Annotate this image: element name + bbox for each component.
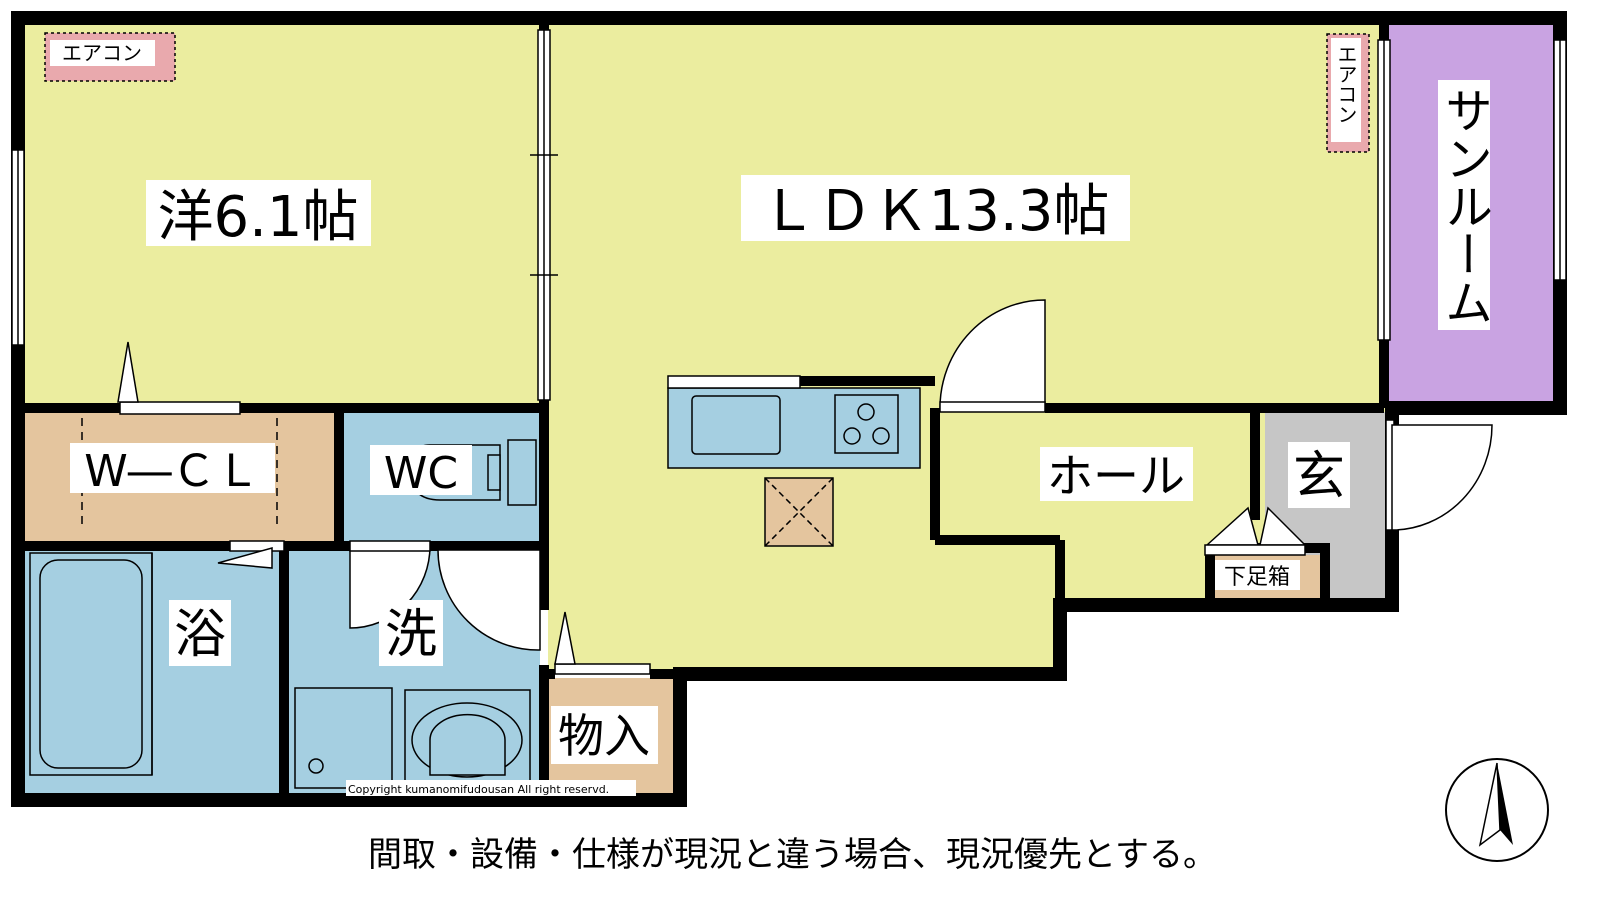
sink bbox=[691, 395, 781, 455]
entrance-door bbox=[1391, 424, 1493, 531]
sunroom-label: サンルーム bbox=[1436, 86, 1492, 326]
aircon-1-label: エアコン bbox=[62, 41, 142, 65]
wcl-label: W―ＣＬ bbox=[84, 446, 260, 497]
stove bbox=[834, 394, 899, 454]
footer-note: 間取・設備・仕様が現況と違う場合、現況優先とする。 bbox=[368, 835, 1217, 875]
toilet-label: WC bbox=[384, 448, 458, 499]
ldk-hall-door bbox=[939, 299, 1046, 409]
north-compass-icon bbox=[1445, 758, 1549, 862]
bath-label: 浴 bbox=[174, 605, 226, 665]
hall-label: ホール bbox=[1047, 449, 1185, 503]
bath-door bbox=[229, 540, 285, 552]
washing-machine bbox=[294, 687, 393, 789]
windows bbox=[11, 29, 1567, 531]
doors bbox=[117, 299, 1493, 675]
western-sliding-door bbox=[119, 401, 241, 415]
washroom-label: 洗 bbox=[385, 605, 437, 665]
copyright-text: Copyright kumanomifudousan All right res… bbox=[348, 783, 609, 796]
ldk-label: ＬＤＫ13.3帖 bbox=[761, 179, 1110, 244]
room-labels: 洋6.1帖 ＬＤＫ13.3帖 サンルーム W―ＣＬ WC 浴 洗 物入 ホール … bbox=[70, 80, 1492, 764]
western-room-label: 洋6.1帖 bbox=[157, 185, 358, 250]
entrance-label: 玄 bbox=[1293, 447, 1345, 507]
storage-door bbox=[554, 663, 651, 675]
washroom-door bbox=[437, 549, 541, 651]
shoe-cabinet-label: 下足箱 bbox=[1224, 565, 1290, 590]
storage-label: 物入 bbox=[558, 709, 650, 763]
aircon-2-label: エアコン bbox=[1334, 44, 1358, 124]
aircon-tags: エアコン エアコン bbox=[44, 32, 1370, 153]
